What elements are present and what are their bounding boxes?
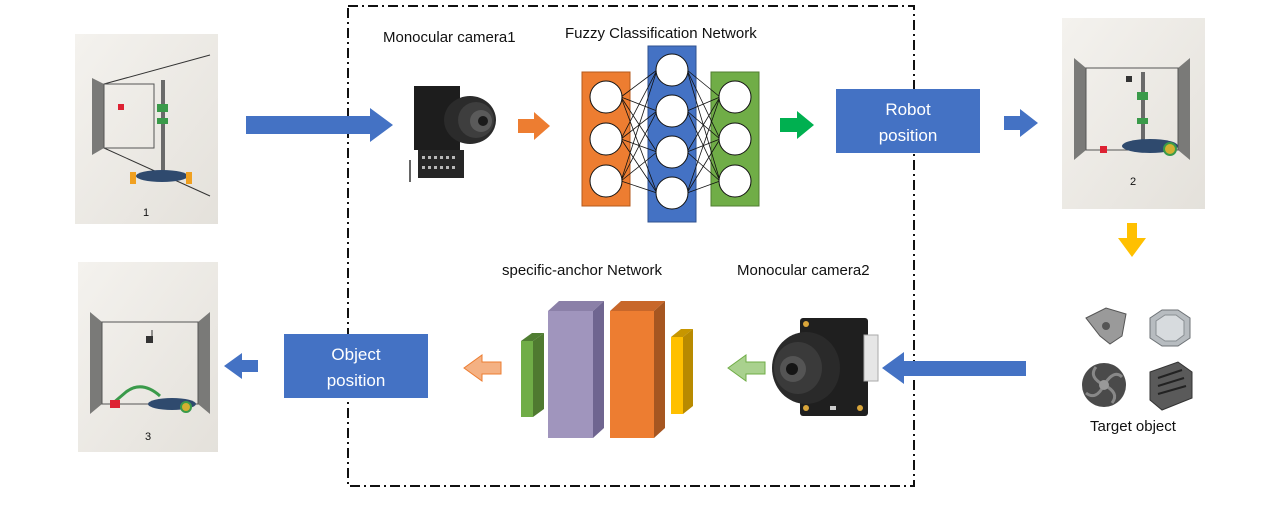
room-sketch-1: 1 <box>75 34 218 224</box>
camera2-icon <box>772 318 879 416</box>
camera1-icon <box>409 86 496 182</box>
object-position-line1: Object <box>331 345 380 364</box>
sketch3-caption: 3 <box>145 431 151 443</box>
sketch2-caption: 2 <box>1130 176 1136 188</box>
fuzzy-network-label: Fuzzy Classification Network <box>565 25 757 42</box>
arrow-network-to-robot-position <box>780 111 814 139</box>
camera1-label: Monocular camera1 <box>383 29 516 46</box>
arrow-target-to-camera2 <box>882 352 1026 384</box>
arrow-sketch1-to-camera1 <box>246 108 393 142</box>
room-sketch-2: 2 <box>1062 18 1205 209</box>
object-position-line2: position <box>327 371 386 390</box>
sketch1-caption: 1 <box>143 207 149 219</box>
arrow-anchor-network-to-object-position <box>463 354 502 382</box>
robot-position-box: Robot position <box>836 89 980 153</box>
anchor-network-label: specific-anchor Network <box>502 262 663 279</box>
robot-position-line1: Robot <box>885 100 931 119</box>
arrow-object-position-to-sketch3 <box>224 353 258 379</box>
arrow-camera2-to-anchor-network <box>727 354 766 382</box>
target-objects-icon <box>1082 307 1193 411</box>
fuzzy-classification-network <box>581 45 760 223</box>
arrow-robot-position-to-sketch2 <box>1004 109 1038 137</box>
arrow-camera1-to-network <box>518 112 550 140</box>
camera2-label: Monocular camera2 <box>737 262 870 279</box>
arrow-sketch2-to-target <box>1118 223 1146 257</box>
specific-anchor-network <box>521 301 693 438</box>
system-boundary <box>347 5 915 487</box>
room-sketch-3: 3 <box>78 262 218 452</box>
target-object-label: Target object <box>1090 418 1177 435</box>
object-position-box: Object position <box>284 334 428 398</box>
robot-position-line2: position <box>879 126 938 145</box>
